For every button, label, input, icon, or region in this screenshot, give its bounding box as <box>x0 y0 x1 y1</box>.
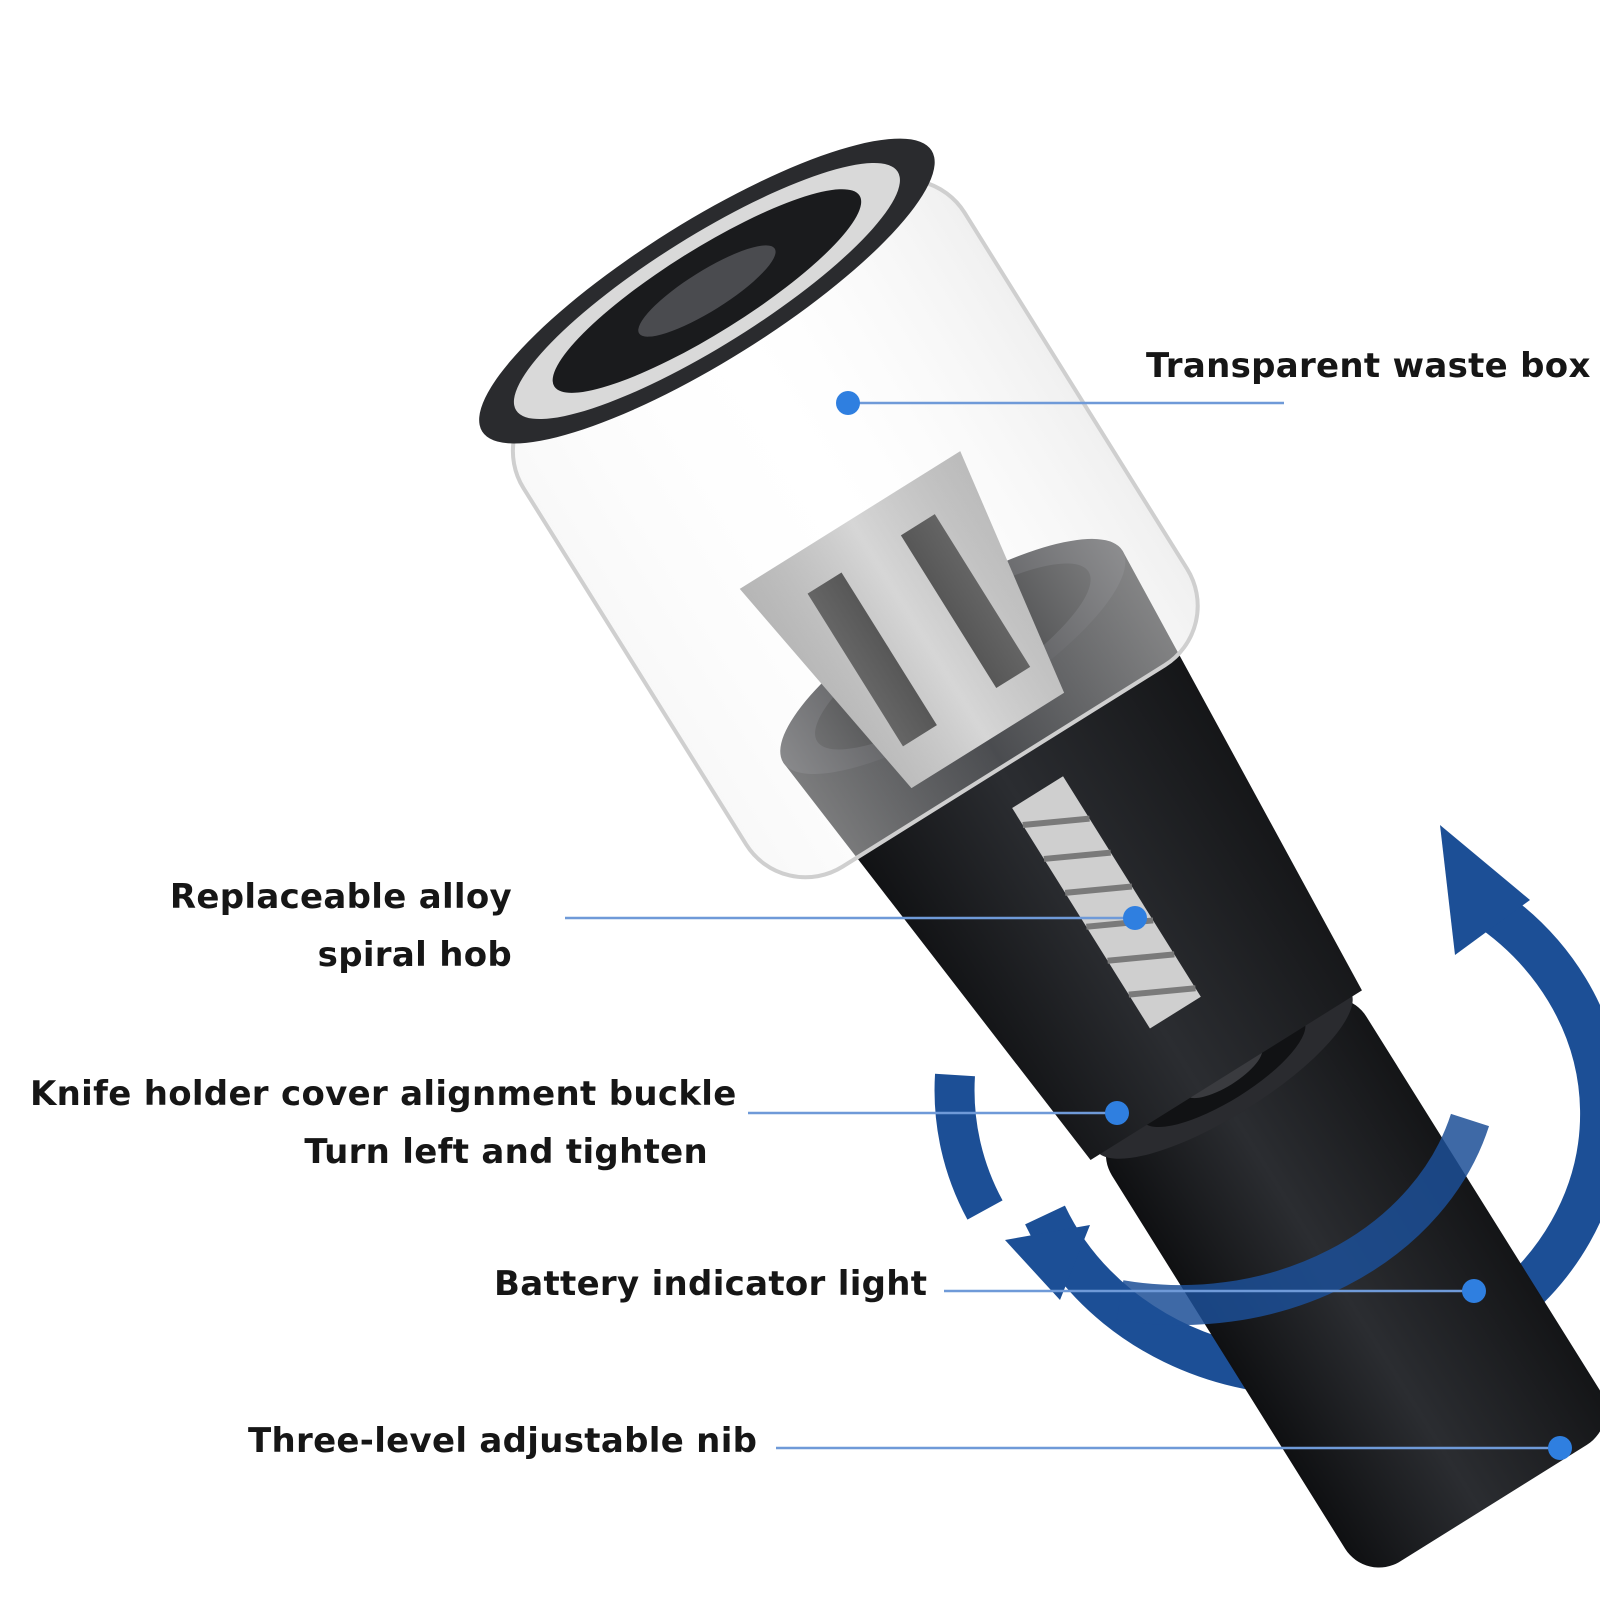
label-replaceable-spiral-hob: Replaceable alloy spiral hob <box>150 868 512 984</box>
label-alignment-buckle: Knife holder cover alignment buckle Turn… <box>30 1065 737 1181</box>
dot-battery-light <box>1462 1279 1486 1303</box>
label-three-level-nib: Three-level adjustable nib <box>248 1412 757 1470</box>
label-battery-indicator-light: Battery indicator light <box>494 1255 927 1313</box>
waste-box-body <box>479 138 1200 880</box>
dot-waste-box <box>836 391 860 415</box>
dot-adjustable-nib <box>1548 1436 1572 1460</box>
leader-dots <box>836 391 1572 1460</box>
label-transparent-waste-box: Transparent waste box <box>1146 337 1591 395</box>
label-line: Transparent waste box <box>1146 346 1591 386</box>
label-line: Three-level adjustable nib <box>248 1421 758 1461</box>
label-line: Turn left and tighten <box>304 1132 708 1172</box>
dot-alignment-buckle <box>1105 1101 1129 1125</box>
leader-lines <box>565 401 1560 1450</box>
label-line: spiral hob <box>317 935 512 975</box>
label-line: Replaceable alloy <box>169 877 512 917</box>
label-line: Battery indicator light <box>494 1264 928 1304</box>
label-line: Knife holder cover alignment buckle <box>30 1074 737 1114</box>
dot-spiral-hob <box>1123 906 1147 930</box>
